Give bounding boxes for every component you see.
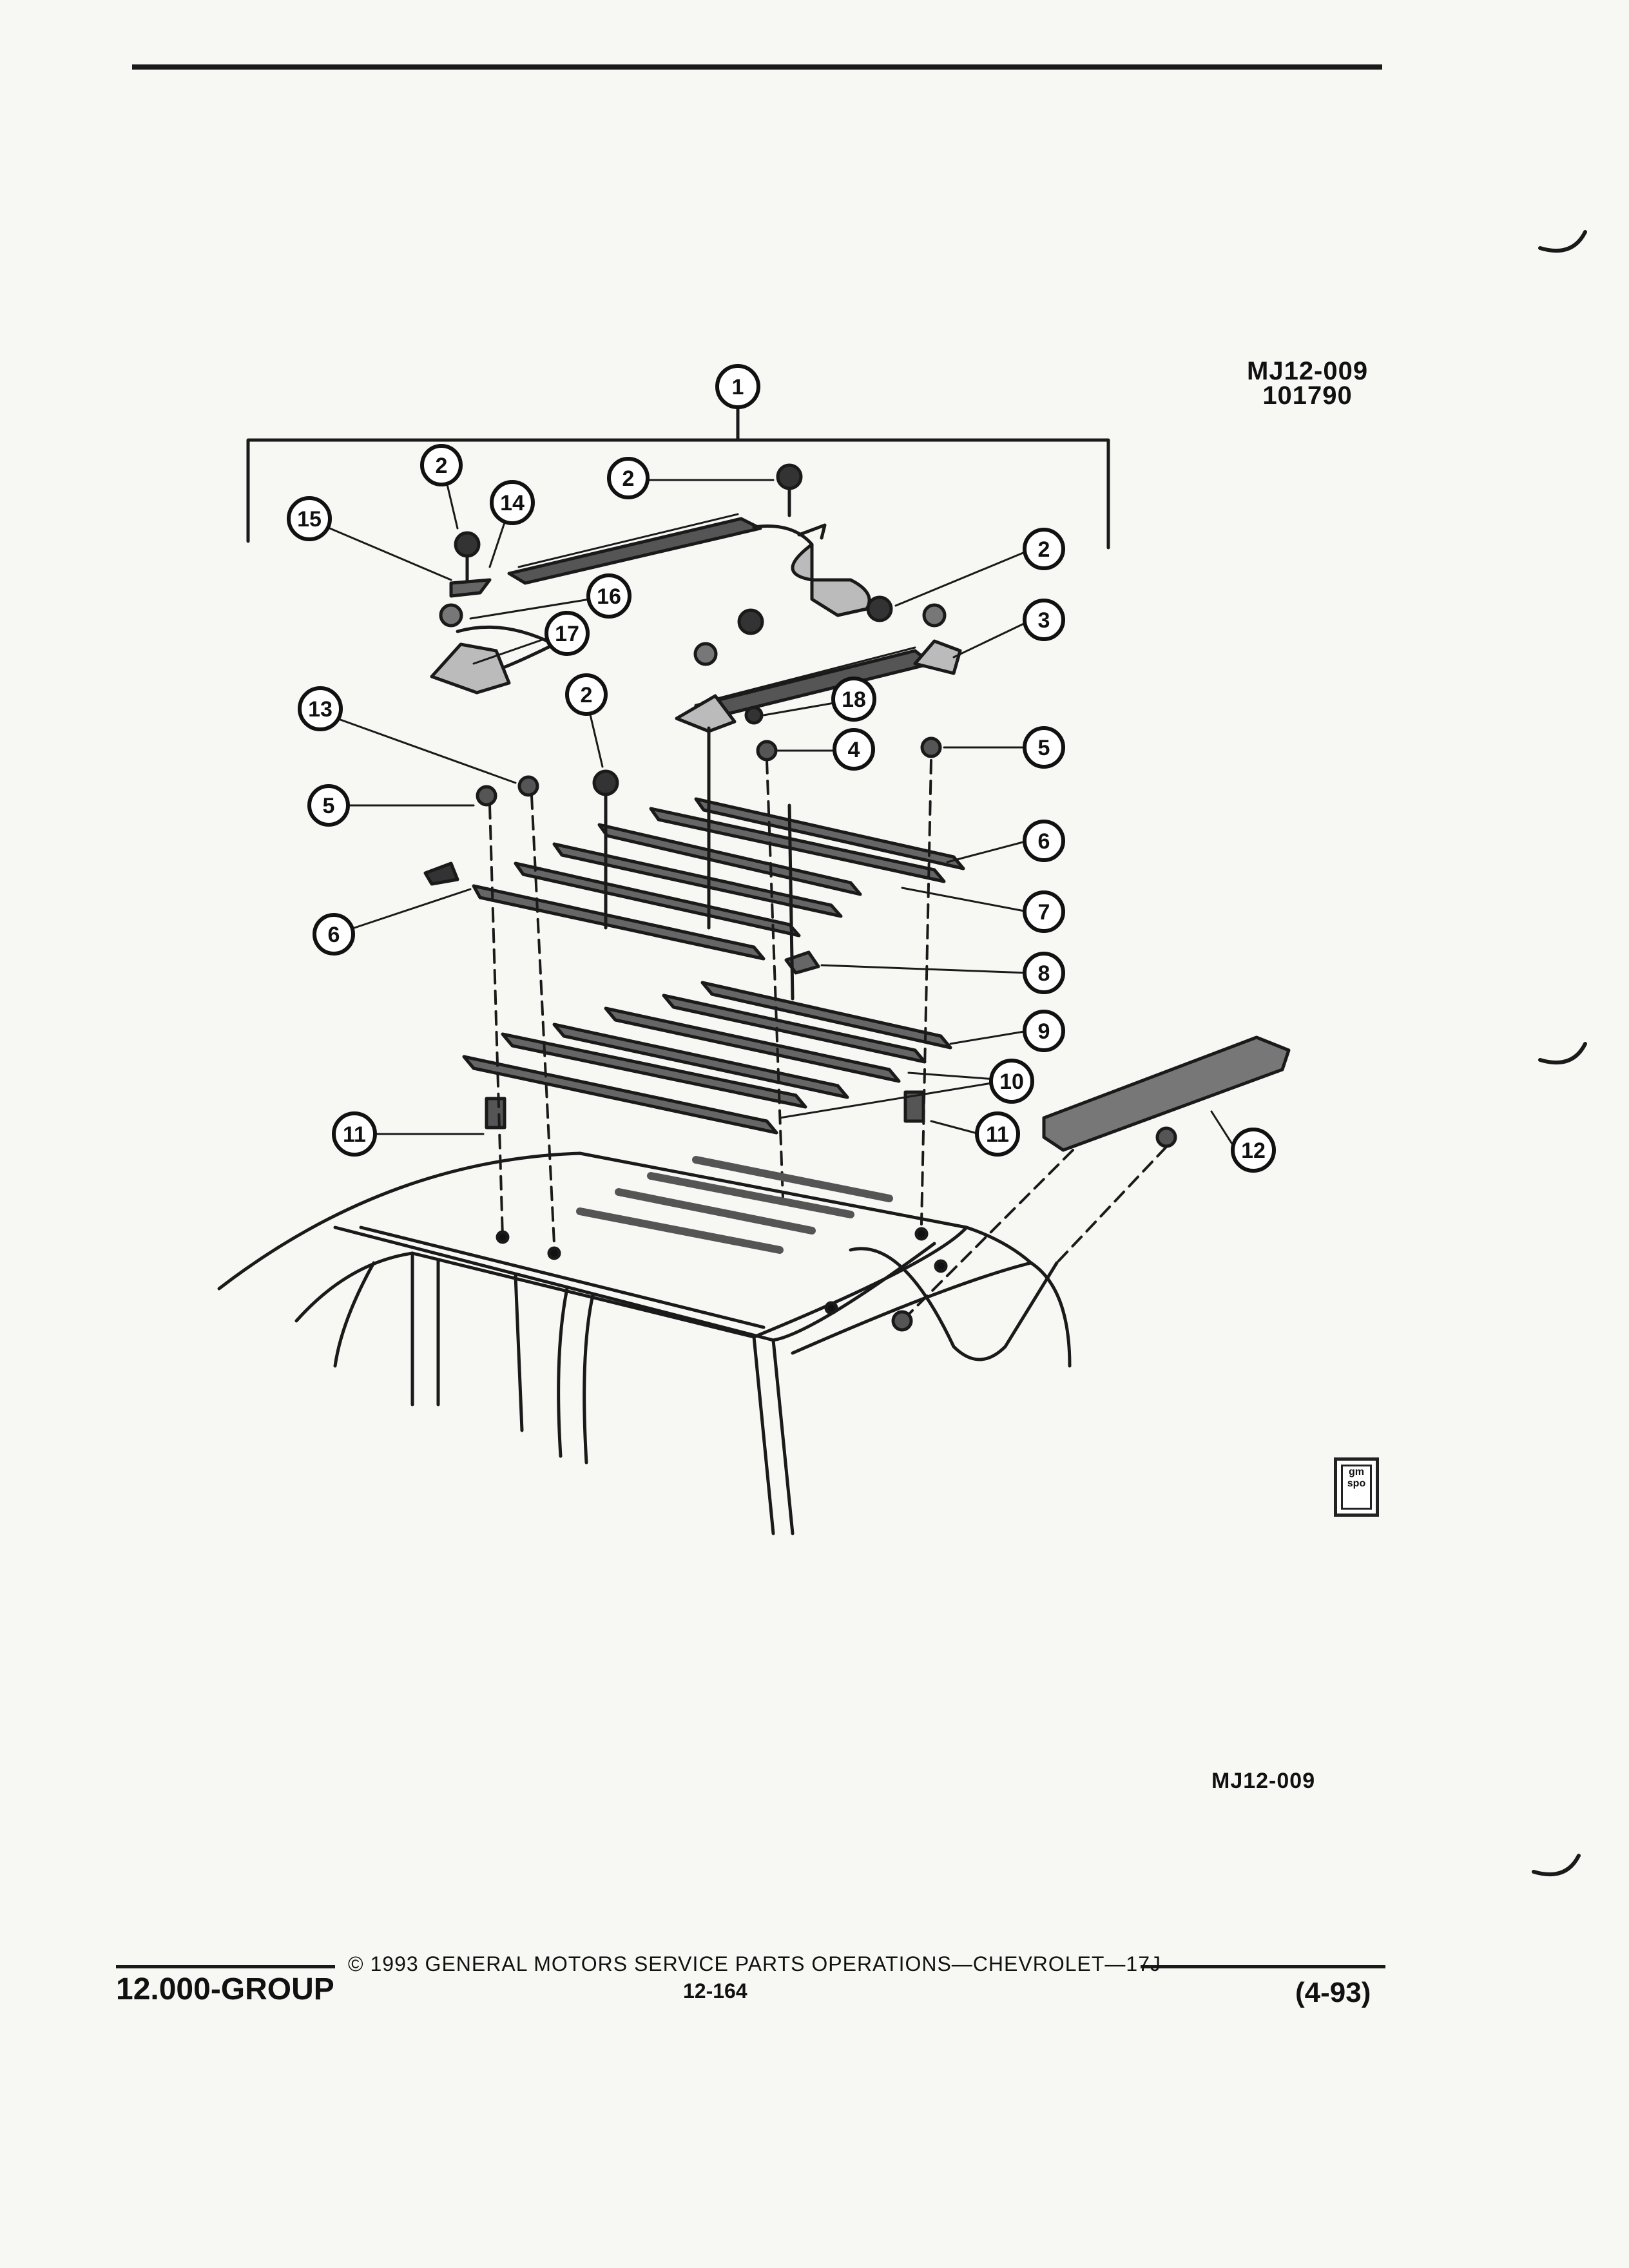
svg-text:8: 8 [1038,961,1050,986]
callout-2b: 2 [607,457,650,499]
callout-5b: 5 [307,784,350,827]
footer-rule-right [1141,1965,1385,1968]
svg-text:11: 11 [343,1122,366,1147]
svg-text:2: 2 [581,683,593,707]
callout-14: 14 [490,480,535,525]
callout-10: 10 [989,1059,1034,1104]
callout-11b: 11 [975,1111,1020,1157]
svg-text:12: 12 [1241,1139,1266,1163]
svg-text:16: 16 [597,584,621,609]
callout-2d: 2 [565,673,608,716]
callout-1: 1 [715,364,760,409]
callout-6a: 6 [1023,820,1065,862]
callout-17: 17 [545,611,590,656]
group-label: 12.000-GROUP [116,1972,334,2006]
svg-text:6: 6 [328,923,340,947]
svg-text:5: 5 [1038,736,1050,760]
svg-text:4: 4 [848,738,860,762]
svg-text:2: 2 [1038,537,1050,562]
callout-5a: 5 [1023,726,1065,769]
page-number: 12-164 [683,1979,747,2003]
callout-4: 4 [833,728,875,771]
svg-text:3: 3 [1038,608,1050,633]
svg-text:15: 15 [297,507,322,532]
callout-11a: 11 [332,1111,377,1157]
svg-text:14: 14 [500,491,525,515]
callout-7: 7 [1023,890,1065,933]
gmspo-logo: gm spo [1334,1457,1379,1517]
svg-text:18: 18 [842,687,866,712]
copyright-line: © 1993 GENERAL MOTORS SERVICE PARTS OPER… [348,1952,1161,1975]
callout-6b: 6 [313,913,355,956]
callout-3: 3 [1023,599,1065,641]
callout-15: 15 [287,496,332,541]
footer-rule-left [116,1965,335,1968]
svg-text:5: 5 [323,794,335,818]
svg-text:7: 7 [1038,900,1050,925]
date-code: (4-93) [1295,1977,1371,2008]
callout-13: 13 [298,686,343,731]
svg-text:17: 17 [555,622,579,646]
svg-text:10: 10 [999,1070,1024,1094]
svg-text:11: 11 [986,1122,1009,1147]
svg-text:1: 1 [732,375,744,399]
figure-code-bottom: MJ12-009 [1211,1769,1316,1793]
callout-12: 12 [1231,1128,1276,1173]
callout-2c: 2 [1023,528,1065,570]
svg-text:9: 9 [1038,1019,1050,1044]
top-rule [132,64,1382,70]
callout-9: 9 [1023,1010,1065,1052]
callout-18: 18 [831,677,876,722]
callout-8: 8 [1023,952,1065,994]
svg-text:2: 2 [622,466,635,491]
svg-text:6: 6 [1038,829,1050,854]
figure-code: MJ12-009 101790 [1247,357,1369,410]
svg-text:2: 2 [436,454,448,478]
svg-text:13: 13 [308,697,333,722]
callout-2a: 2 [420,444,463,486]
callout-16: 16 [586,573,631,619]
